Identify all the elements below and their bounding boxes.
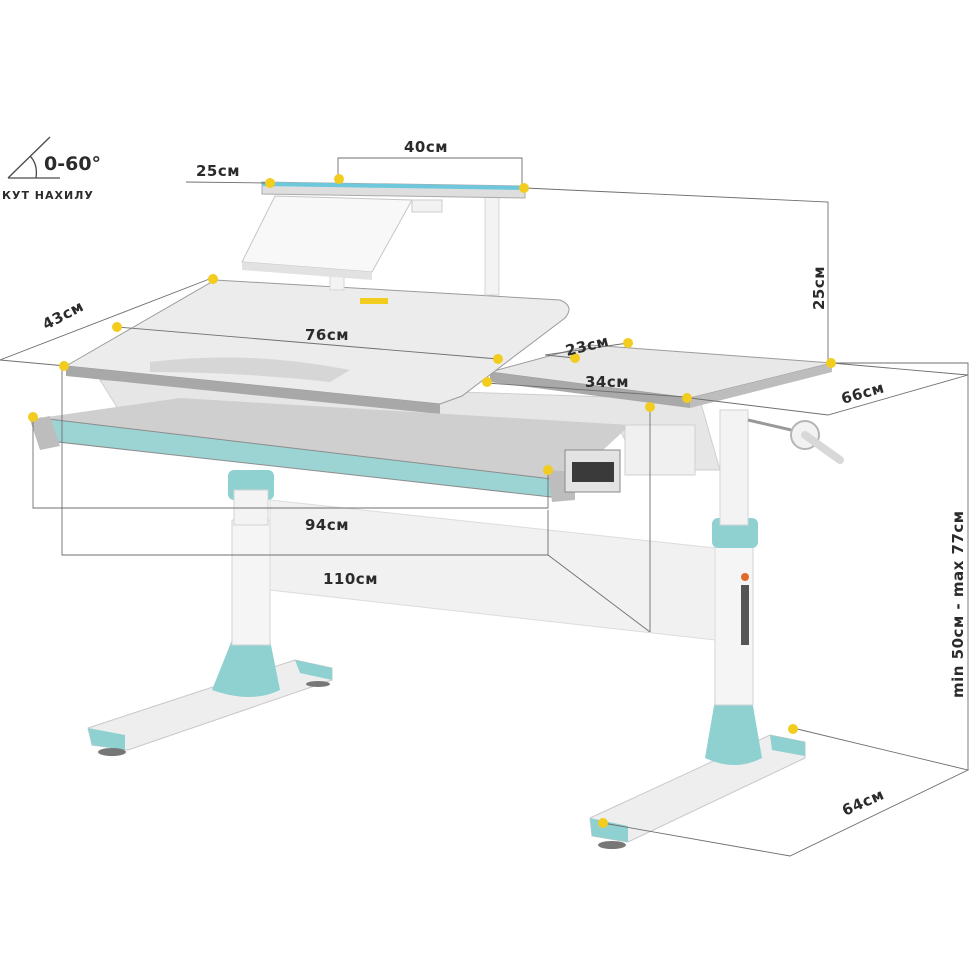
marker-dot [570, 353, 580, 363]
tilt-depth-label: 43см [39, 297, 86, 334]
desk-width-label: 110см [323, 570, 378, 588]
side-top [489, 344, 833, 399]
marker-dot [28, 412, 38, 422]
tilt-caption-label: КУТ НАХИЛУ [2, 189, 94, 202]
crank-handle [747, 418, 844, 464]
base-depth-label: 64см [839, 785, 887, 819]
tilt-angle-icon [7, 136, 60, 179]
marker-dot [265, 178, 275, 188]
marker-dot [826, 358, 836, 368]
cross-panel [269, 499, 716, 641]
marker-dot [682, 393, 692, 403]
drawer-width-label: 94см [305, 516, 349, 534]
marker-dot [543, 465, 553, 475]
marker-dot [519, 183, 529, 193]
desk-depth-label: 66см [839, 378, 886, 407]
left-leg-base [212, 640, 280, 697]
marker-dot [208, 274, 218, 284]
marker-dot [623, 338, 633, 348]
tilt-top-edge [66, 366, 440, 414]
left-foot [87, 659, 333, 756]
marker-dot [598, 818, 608, 828]
tilt-top [64, 279, 570, 405]
shelf-height-label: 25см [810, 266, 828, 310]
marker-dot [334, 174, 344, 184]
marker-dot [788, 724, 798, 734]
marker-dot [112, 322, 122, 332]
right-leg-scale [741, 585, 749, 645]
tilt-width-label: 76см [305, 326, 349, 344]
right-leg-upper [719, 409, 749, 526]
markers [28, 174, 836, 828]
desk-illustration [30, 181, 844, 849]
right-leg-badge [741, 573, 749, 581]
marker-dot [493, 354, 503, 364]
right-leg-base [705, 700, 762, 765]
height-range-label: min 50см - max 77см [949, 510, 967, 698]
marker-dot [59, 361, 69, 371]
dimension-lines [0, 136, 970, 857]
shelf-width-label: 40см [404, 138, 448, 156]
marker-dot [645, 402, 655, 412]
marker-dot [482, 377, 492, 387]
tilt-range-label: 0-60° [44, 153, 101, 175]
book-shelf [241, 181, 526, 296]
left-leg-lower [231, 519, 271, 646]
shelf-depth-label: 25см [196, 162, 240, 180]
side-width-label: 34см [585, 373, 629, 391]
right-foot [589, 734, 806, 849]
drawer [30, 398, 696, 502]
left-leg-upper [233, 489, 269, 526]
